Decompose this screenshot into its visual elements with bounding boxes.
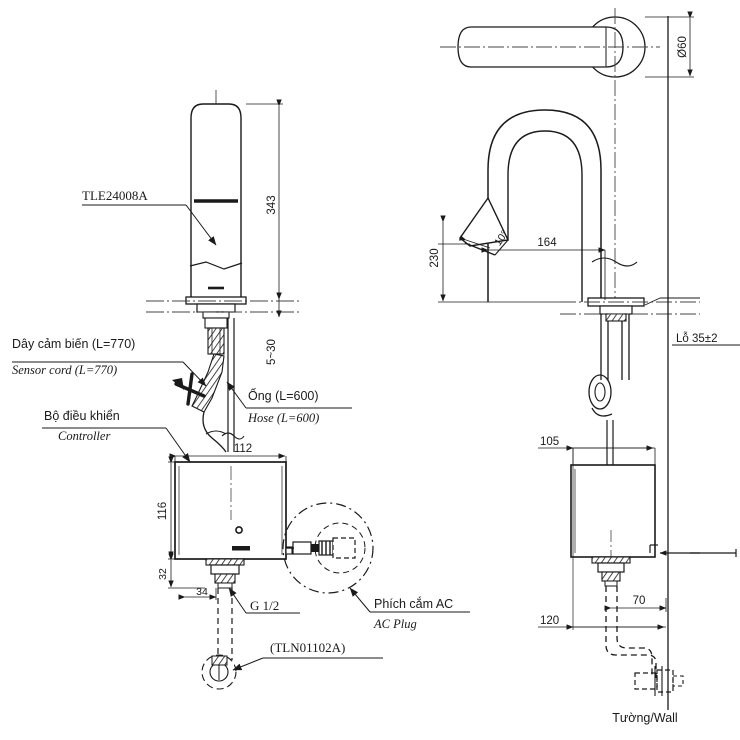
controller-label-plate — [232, 546, 250, 551]
left-view-group: 343 5~30 112 116 32 — [12, 90, 470, 690]
controller-led — [235, 526, 243, 534]
dim-116: 116 — [157, 456, 176, 560]
controller-box — [174, 461, 293, 560]
dim-105-text: 105 — [540, 436, 559, 448]
dim-70-text: 70 — [633, 595, 646, 607]
dim-112-text: 112 — [234, 443, 252, 455]
thread-label: G 1/2 — [250, 598, 279, 613]
dim-105: 105 — [538, 436, 656, 465]
dim-343: 343 — [246, 99, 283, 300]
spout-top-view — [440, 8, 660, 300]
hose-line — [221, 318, 245, 452]
dim-230-text: 230 — [429, 248, 441, 267]
right-supply-hidden — [605, 586, 657, 678]
power-cord-arrow — [659, 549, 737, 557]
cord-coil — [588, 374, 613, 417]
dim-120-text: 120 — [540, 615, 559, 627]
leader-controller: Bộ điều khiển Controller — [42, 409, 191, 463]
dim-230: 230 — [429, 215, 560, 303]
leader-ac-plug: Phích cắm AC AC Plug — [349, 587, 470, 631]
ac-plug-label-en: AC Plug — [373, 617, 417, 631]
right-deck-flange — [560, 297, 700, 322]
dim-32: 32 — [157, 553, 205, 589]
controller-label-en: Controller — [58, 429, 110, 443]
dim-343-text: 343 — [266, 195, 278, 214]
leader-thread: G 1/2 — [228, 587, 300, 614]
supply-pipe-hidden — [217, 588, 233, 660]
faucet-body — [189, 103, 243, 302]
sensor-cord-label-en: Sensor cord (L=770) — [12, 363, 117, 377]
mounting-shank — [204, 317, 228, 355]
hose-label-en: Hose (L=600) — [247, 411, 319, 425]
dim-70: 70 — [604, 595, 667, 612]
dim-32-text: 32 — [157, 568, 169, 580]
wall-outlet-fitting — [634, 666, 684, 696]
angle-valve-detail — [201, 654, 237, 690]
dim-34: 34 — [178, 586, 217, 600]
right-view-group: Ø60 — [429, 8, 740, 725]
dim-34-text: 34 — [196, 586, 208, 598]
accessory-code-text: (TLN01102A) — [270, 640, 345, 655]
dim-164-text: 164 — [537, 237, 557, 249]
dim-dia-60-text: Ø60 — [677, 36, 689, 58]
dim-164: 164 — [481, 237, 606, 300]
leader-part-code: TLE24008A — [82, 188, 217, 246]
dim-5-30: 5~30 — [266, 292, 282, 365]
leader-hose: Ống (L=600) Hose (L=600) — [226, 381, 352, 425]
sensor-cord-label-vn: Dây cảm biến (L=770) — [12, 337, 135, 351]
dim-112: 112 — [169, 443, 287, 462]
controller-label-vn: Bộ điều khiển — [44, 409, 120, 423]
note-hole: Lỗ 35±2 — [644, 297, 740, 346]
leader-accessory-code: (TLN01102A) — [232, 640, 383, 671]
controller-outlet — [205, 558, 245, 589]
part-code-text: TLE24008A — [82, 188, 148, 203]
dim-120: 120 — [538, 448, 666, 630]
wall-label: Tường/Wall — [612, 711, 677, 725]
ac-plug-detail-bubble — [282, 502, 374, 594]
spout-side-view — [459, 109, 638, 417]
hole-note-text: Lỗ 35±2 — [676, 332, 718, 345]
break-line — [189, 261, 243, 270]
dim-dia-60: Ø60 — [645, 11, 694, 78]
deck-flange — [185, 296, 247, 319]
dim-116-text: 116 — [157, 502, 169, 520]
hose-label-vn: Ống (L=600) — [248, 388, 319, 403]
ac-plug-label-vn: Phích cắm AC — [374, 596, 453, 611]
sensor-cord — [172, 353, 227, 453]
right-controller-box — [570, 420, 658, 562]
dim-5-30-text: 5~30 — [266, 339, 278, 365]
right-controller-outlet — [591, 556, 631, 587]
leader-sensor-cord: Dây cảm biến (L=770) Sensor cord (L=770) — [12, 337, 207, 387]
